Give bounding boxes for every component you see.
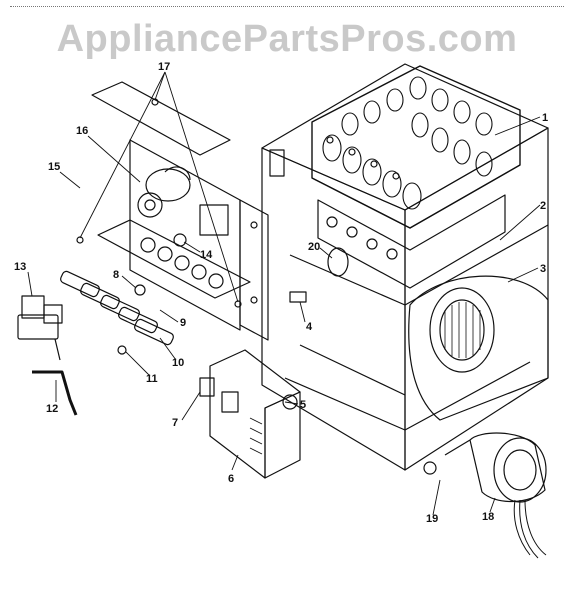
callout-4: 4	[306, 321, 313, 333]
callout-12: 12	[46, 403, 58, 415]
gas-valve	[17, 295, 63, 361]
callout-7: 7	[172, 417, 178, 429]
cabinet-housing	[261, 63, 549, 471]
leader-lines	[27, 71, 541, 516]
callout-numbers: 1 2 3 4 5 6 7 8 9 10 11 12 13 14 15 16 1…	[14, 61, 548, 525]
blower-assembly	[408, 275, 549, 421]
gas-pipe	[32, 370, 78, 416]
callout-11: 11	[146, 373, 158, 385]
top-cover-plate	[91, 81, 231, 156]
callout-16: 16	[76, 125, 88, 137]
blower-motor	[423, 432, 547, 559]
callout-5: 5	[300, 399, 306, 411]
watermark-text: AppliancePartsPros.com	[56, 18, 518, 60]
callout-17: 17	[158, 61, 170, 73]
callout-13: 13	[14, 261, 26, 273]
callout-14: 14	[200, 249, 213, 261]
heat-exchanger	[311, 65, 521, 289]
burner-row	[60, 270, 174, 346]
callout-18: 18	[482, 511, 494, 523]
callout-20: 20	[308, 241, 320, 253]
callout-2: 2	[540, 200, 546, 212]
callout-10: 10	[172, 357, 184, 369]
callout-3: 3	[540, 263, 546, 275]
control-board	[199, 349, 301, 479]
callout-19: 19	[426, 513, 438, 525]
callout-9: 9	[180, 317, 186, 329]
mounting-strip	[239, 149, 285, 341]
manifold-panel	[97, 139, 251, 331]
callout-1: 1	[542, 112, 548, 124]
inducer-motor	[137, 166, 191, 218]
callout-6: 6	[228, 473, 234, 485]
callout-8: 8	[113, 269, 119, 281]
part-17-fasteners	[76, 98, 242, 308]
callout-15: 15	[48, 161, 60, 173]
top-border-line	[10, 0, 564, 7]
small-components	[117, 233, 349, 355]
